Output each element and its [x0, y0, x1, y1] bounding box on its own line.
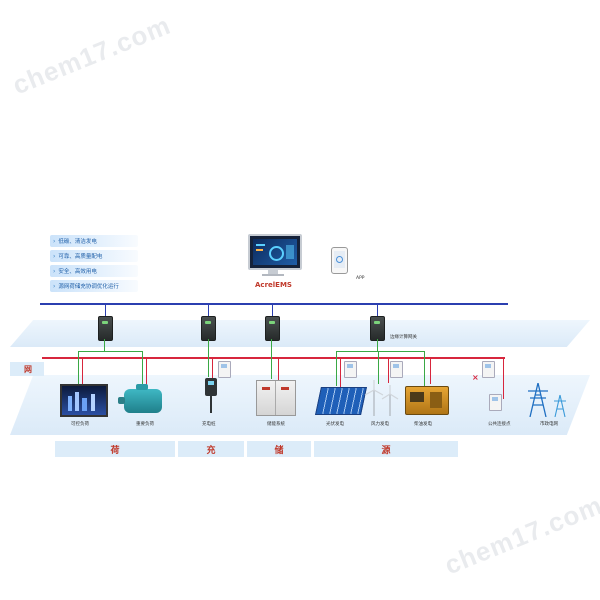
comm-link: [336, 351, 337, 386]
ems-monitor-icon: [248, 234, 302, 270]
public-connection-label: 公共连接点: [488, 422, 511, 427]
wind-generation-label: 风力发电: [371, 422, 389, 427]
communication-layer: [10, 320, 590, 347]
meter-icon: [390, 361, 403, 378]
gateway-device: [370, 316, 385, 341]
category-tab-load: 荷: [55, 441, 175, 457]
system-name: AcrelEMS: [255, 281, 292, 289]
controllable-load-screen-icon: [60, 384, 108, 417]
meter-icon: [218, 361, 231, 378]
grid-tag: [10, 362, 44, 376]
bullet-icon: ›: [53, 252, 56, 260]
app-label: APP: [356, 276, 365, 281]
critical-load-label: 重要负荷: [136, 422, 154, 427]
breaker-switch: ×: [472, 373, 479, 382]
power-feeder: [212, 359, 213, 379]
feature-text: 安全、高效用电: [58, 269, 97, 275]
gateway-uplink: [208, 305, 209, 317]
gateway-uplink: [105, 305, 106, 317]
monitor-stand: [268, 270, 278, 275]
bullet-icon: ›: [53, 267, 56, 275]
comm-link: [104, 339, 105, 352]
diesel-generator-icon: [405, 386, 449, 415]
comm-link: [78, 351, 79, 384]
comm-link: [378, 351, 379, 384]
utility-grid-label: 市政电网: [540, 422, 558, 427]
power-feeder: [82, 359, 83, 385]
communication-bus: [40, 303, 508, 305]
category-tab-charge: 充: [178, 441, 244, 457]
feature-text: 低碳、清洁发电: [58, 239, 97, 245]
comm-link: [208, 339, 209, 377]
motor-icon: [118, 384, 162, 413]
feature-item: ›安全、高效用电: [50, 265, 138, 277]
grid-label: 网: [24, 365, 32, 374]
comm-link: [377, 339, 378, 351]
pv-generation-label: 光伏发电: [326, 422, 344, 427]
gateway-device: [98, 316, 113, 341]
comm-link: [142, 351, 143, 384]
charging-pile-label: 充电桩: [202, 422, 216, 427]
watermark-bottom: chem17.com: [440, 489, 600, 581]
meter-icon: [489, 394, 502, 411]
diesel-generation-label: 柴油发电: [414, 422, 432, 427]
monitor-base: [262, 274, 284, 276]
power-feeder: [278, 359, 279, 381]
feature-item: ›源网荷储充协调优化运行: [50, 280, 138, 292]
phone-icon: [331, 247, 348, 274]
power-feeder: [340, 359, 341, 387]
comm-link: [78, 351, 143, 352]
power-feeder: [388, 359, 389, 383]
gateway-label: 边缘计算网关: [390, 335, 417, 340]
gateway-uplink: [272, 305, 273, 317]
charging-pile-icon: [205, 378, 217, 396]
controllable-load-label: 可控负荷: [71, 422, 89, 427]
gateway-uplink: [377, 305, 378, 317]
bullet-icon: ›: [53, 282, 56, 290]
gateway-device: [201, 316, 216, 341]
feature-item: ›低碳、清洁发电: [50, 235, 138, 247]
power-bus: [42, 357, 505, 359]
comm-link: [336, 351, 424, 352]
meter-icon: [344, 361, 357, 378]
comm-link: [424, 351, 425, 386]
dashboard-screen: [253, 239, 297, 265]
transmission-tower-icon: [528, 383, 566, 417]
category-tab-storage: 储: [247, 441, 311, 457]
charging-cable: [210, 396, 212, 413]
power-feeder: [503, 359, 504, 399]
feature-item: ›可靠、高质量配电: [50, 250, 138, 262]
feature-text: 源网荷储充协调优化运行: [58, 284, 119, 290]
storage-cabinet-icon: [256, 380, 296, 416]
bullet-icon: ›: [53, 237, 56, 245]
power-feeder: [146, 359, 147, 385]
solar-panel-icon: [315, 387, 367, 415]
meter-icon: [482, 361, 495, 378]
gateway-device: [265, 316, 280, 341]
power-feeder: [430, 359, 431, 384]
storage-system-label: 储能系统: [267, 422, 285, 427]
wind-turbine-icon: [364, 380, 399, 416]
watermark-top: chem17.com: [8, 9, 175, 101]
comm-link: [271, 339, 272, 379]
category-tab-source: 源: [314, 441, 458, 457]
feature-text: 可靠、高质量配电: [58, 254, 103, 260]
